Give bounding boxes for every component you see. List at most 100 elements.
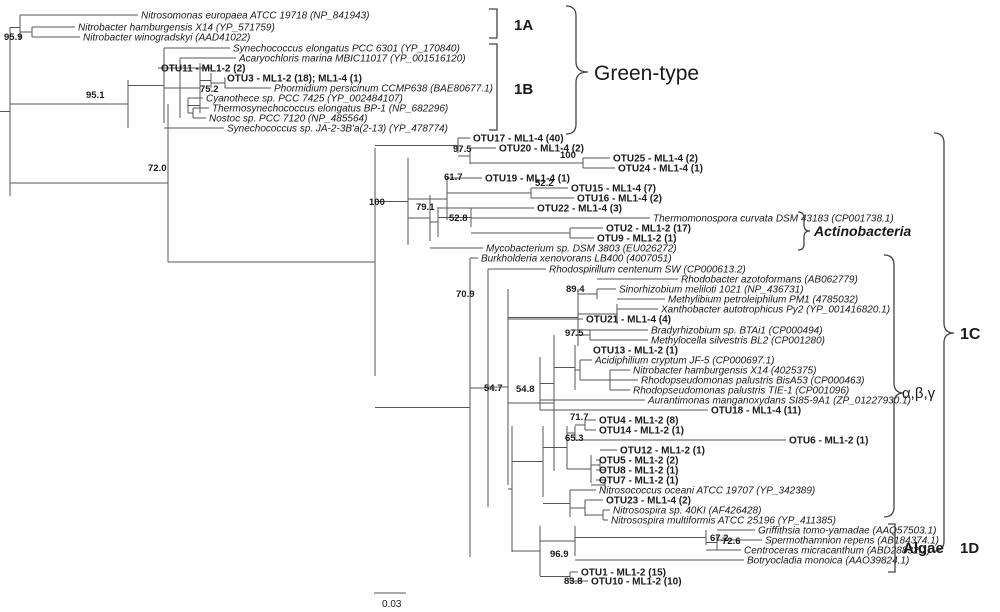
otu-leaf-label: OTU23 - ML1-4 (2) <box>606 496 691 507</box>
reference-leaf-label: Burkholderia xenovorans LB400 (4007051) <box>481 254 672 265</box>
bootstrap-value: 95.1 <box>86 90 105 101</box>
group-1b-label: 1B <box>514 81 533 98</box>
reference-leaf-label: Nostoc sp. PCC 7120 (NP_485564) <box>209 114 367 125</box>
bootstrap-value: 61.7 <box>444 172 463 183</box>
bootstrap-value: 97.5 <box>565 328 584 339</box>
otu-leaf-label: OTU12 - ML1-2 (1) <box>620 446 705 457</box>
bootstrap-value: 79.1 <box>416 202 435 213</box>
algae-bracket: Algae 1D <box>888 523 979 573</box>
otu-leaf-label: OTU25 - ML1-4 (2) <box>613 154 698 165</box>
otu-leaf-label: OTU8 - ML1-2 (1) <box>599 466 678 477</box>
reference-leaf-label: Griffithsia tomo-yamadae (AAQ57503.1) <box>758 526 936 537</box>
bootstrap-value: 72.0 <box>148 163 167 174</box>
green-type-brace: Green-type <box>565 5 699 135</box>
otu-leaf-label: OTU2 - ML1-2 (17) <box>606 224 691 235</box>
otu-leaf-label: OTU13 - ML1-2 (1) <box>593 346 678 357</box>
group-1c-brace: 1C <box>933 132 981 552</box>
otu-leaf-label: OTU7 - ML1-2 (1) <box>599 476 678 487</box>
group-1b-bracket: 1B <box>489 43 533 131</box>
bootstrap-value: 52.8 <box>449 213 468 224</box>
bootstrap-value: 89.4 <box>566 284 585 295</box>
reference-leaf-label: Mycobacterium sp. DSM 3803 (EU026272) <box>486 244 677 255</box>
reference-leaf-label: Xanthobacter autotrophicus Py2 (YP_00141… <box>660 305 890 316</box>
reference-leaf-label: Cyanothece sp. PCC 7425 (YP_002484107) <box>206 94 403 105</box>
reference-leaf-label: Nitrosomonas europaea ATCC 19718 (NP_841… <box>141 11 369 22</box>
otu-leaf-label: OTU1 - ML1-2 (15) <box>581 568 666 579</box>
algae-label: Algae <box>903 540 944 557</box>
actinobacteria-label: Actinobacteria <box>813 223 911 239</box>
reference-leaf-label: Rhodopseudomonas palustris BisA53 (CP000… <box>641 376 864 387</box>
reference-leaf-label: Nitrobacter hamburgensis X14 (YP_571759) <box>78 23 275 34</box>
scale-bar: 0.03 <box>374 592 406 610</box>
otu-leaf-label: OTU5 - ML1-2 (2) <box>599 456 678 467</box>
reference-leaf-label: Thermomonospora curvata DSM 43183 (CP001… <box>653 214 894 225</box>
tree-leaf-labels: Nitrosomonas europaea ATCC 19718 (NP_841… <box>78 11 939 588</box>
bootstrap-value: 65.3 <box>565 433 584 444</box>
group-1d-label: 1D <box>960 540 979 557</box>
reference-leaf-label: Methylibium petroleiphilum PM1 (4785032) <box>668 295 858 306</box>
reference-leaf-label: Nitrobacter winogradskyi (AAD41022) <box>83 33 250 44</box>
bootstrap-value: 70.9 <box>456 289 475 300</box>
reference-leaf-label: Synechococcus sp. JA-2-3B'a(2-13) (YP_47… <box>227 124 448 135</box>
green-type-label: Green-type <box>594 62 699 85</box>
bootstrap-value: 75.2 <box>200 84 219 95</box>
reference-leaf-label: Sinorhizobium meliloti 1021 (NP_436731) <box>619 285 804 296</box>
reference-leaf-label: Aurantimonas manganoxydans SI85-9A1 (ZP_… <box>647 396 911 407</box>
scale-bar-label: 0.03 <box>382 599 402 610</box>
reference-leaf-label: Acaryochloris marina MBIC11017 (YP_00151… <box>238 54 466 65</box>
reference-leaf-label: Botryocladia monoica (AAO39824.1) <box>747 556 909 567</box>
otu-leaf-label: OTU6 - ML1-2 (1) <box>789 436 868 447</box>
otu-leaf-label: OTU11 - ML1-2 (2) <box>161 64 245 75</box>
bootstrap-value: 72.6 <box>722 536 741 547</box>
tree-branches <box>0 14 786 582</box>
reference-leaf-label: Acidiphilium cryptum JF-5 (CP000697.1) <box>594 356 775 367</box>
otu-leaf-label: OTU4 - ML1-2 (8) <box>599 416 678 427</box>
otu-leaf-label: OTU22 - ML1-4 (3) <box>537 204 622 215</box>
bootstrap-value: 54.7 <box>484 383 503 394</box>
otu-leaf-label: OTU14 - ML1-2 (1) <box>599 426 684 437</box>
otu-leaf-label: OTU3 - ML1-2 (18); ML1-4 (1) <box>227 74 362 85</box>
reference-leaf-label: Centroceras micracanthum (ABD28832.1) <box>744 546 930 557</box>
actinobacteria-bracket: Actinobacteria <box>797 211 911 251</box>
otu-leaf-label: OTU17 - ML1-4 (40) <box>473 134 564 145</box>
reference-leaf-label: Rhodospirillum centenum SW (CP000613.2) <box>549 265 746 276</box>
reference-leaf-label: Rhodobacter azotoformans (AB062779) <box>681 275 858 286</box>
bootstrap-value: 67.2 <box>710 533 729 544</box>
bootstrap-value: 95.9 <box>4 32 23 43</box>
otu-leaf-label: OTU19 - ML1-4 (1) <box>485 174 570 185</box>
group-1c-label: 1C <box>960 326 981 343</box>
otu-leaf-label: OTU10 - ML1-2 (10) <box>591 577 682 588</box>
reference-leaf-label: Nitrobacter hamburgensis X14 (4025375) <box>633 366 816 377</box>
reference-leaf-label: Methylocella silvestris BL2 (CP001280) <box>651 336 825 347</box>
otu-leaf-label: OTU20 - ML1-4 (2) <box>499 144 584 155</box>
reference-leaf-label: Nitrosococcus oceani ATCC 19707 (YP_3423… <box>599 486 815 497</box>
reference-leaf-label: Spermothamnion repens (AB184374.1) <box>765 536 939 547</box>
otu-leaf-label: OTU15 - ML1-4 (7) <box>571 184 656 195</box>
reference-leaf-label: Thermosynechococcus elongatus BP-1 (NP_6… <box>212 104 448 115</box>
bootstrap-value: 97.5 <box>453 144 472 155</box>
reference-leaf-label: Rhodopseudomonas palustris TIE-1 (CP0010… <box>633 386 849 397</box>
group-1a-label: 1A <box>514 17 533 34</box>
bootstrap-value: 100 <box>369 197 385 208</box>
reference-leaf-label: Phormidium persicinum CCMP638 (BAE80677.… <box>274 84 493 95</box>
reference-leaf-label: Synechococcus elongatus PCC 6301 (YP_170… <box>233 44 460 55</box>
bootstrap-value: 52.2 <box>535 178 554 189</box>
reference-leaf-label: Nitrosospira multiformis ATCC 25196 (YP_… <box>611 516 836 527</box>
otu-leaf-label: OTU21 - ML1-4 (4) <box>586 315 671 326</box>
bootstrap-value: 100 <box>560 150 576 161</box>
alpha-beta-gamma-label: α,β,γ <box>902 385 936 402</box>
bootstrap-values: 95.9 95.1 75.2 72.0 97.5 100 61.7 52.2 79.1 52.8 1… <box>4 32 741 587</box>
bootstrap-value: 96.9 <box>550 549 569 560</box>
reference-leaf-label: Nitrosospira sp. 40KI (AF426428) <box>613 506 761 517</box>
otu-leaf-label: OTU16 - ML1-4 (2) <box>577 194 662 205</box>
alpha-beta-gamma-brace: α,β,γ <box>883 254 936 518</box>
otu-leaf-label: OTU9 - ML1-2 (1) <box>597 234 676 245</box>
bootstrap-value: 54.8 <box>516 384 535 395</box>
bootstrap-value: 71.7 <box>570 412 589 423</box>
bootstrap-value: 83.8 <box>564 576 583 587</box>
otu-leaf-label: OTU18 - ML1-4 (11) <box>711 406 801 417</box>
group-1a-bracket: 1A <box>489 8 533 39</box>
otu-leaf-label: OTU24 - ML1-4 (1) <box>618 164 703 175</box>
reference-leaf-label: Bradyrhizobium sp. BTAi1 (CP000494) <box>651 326 823 337</box>
